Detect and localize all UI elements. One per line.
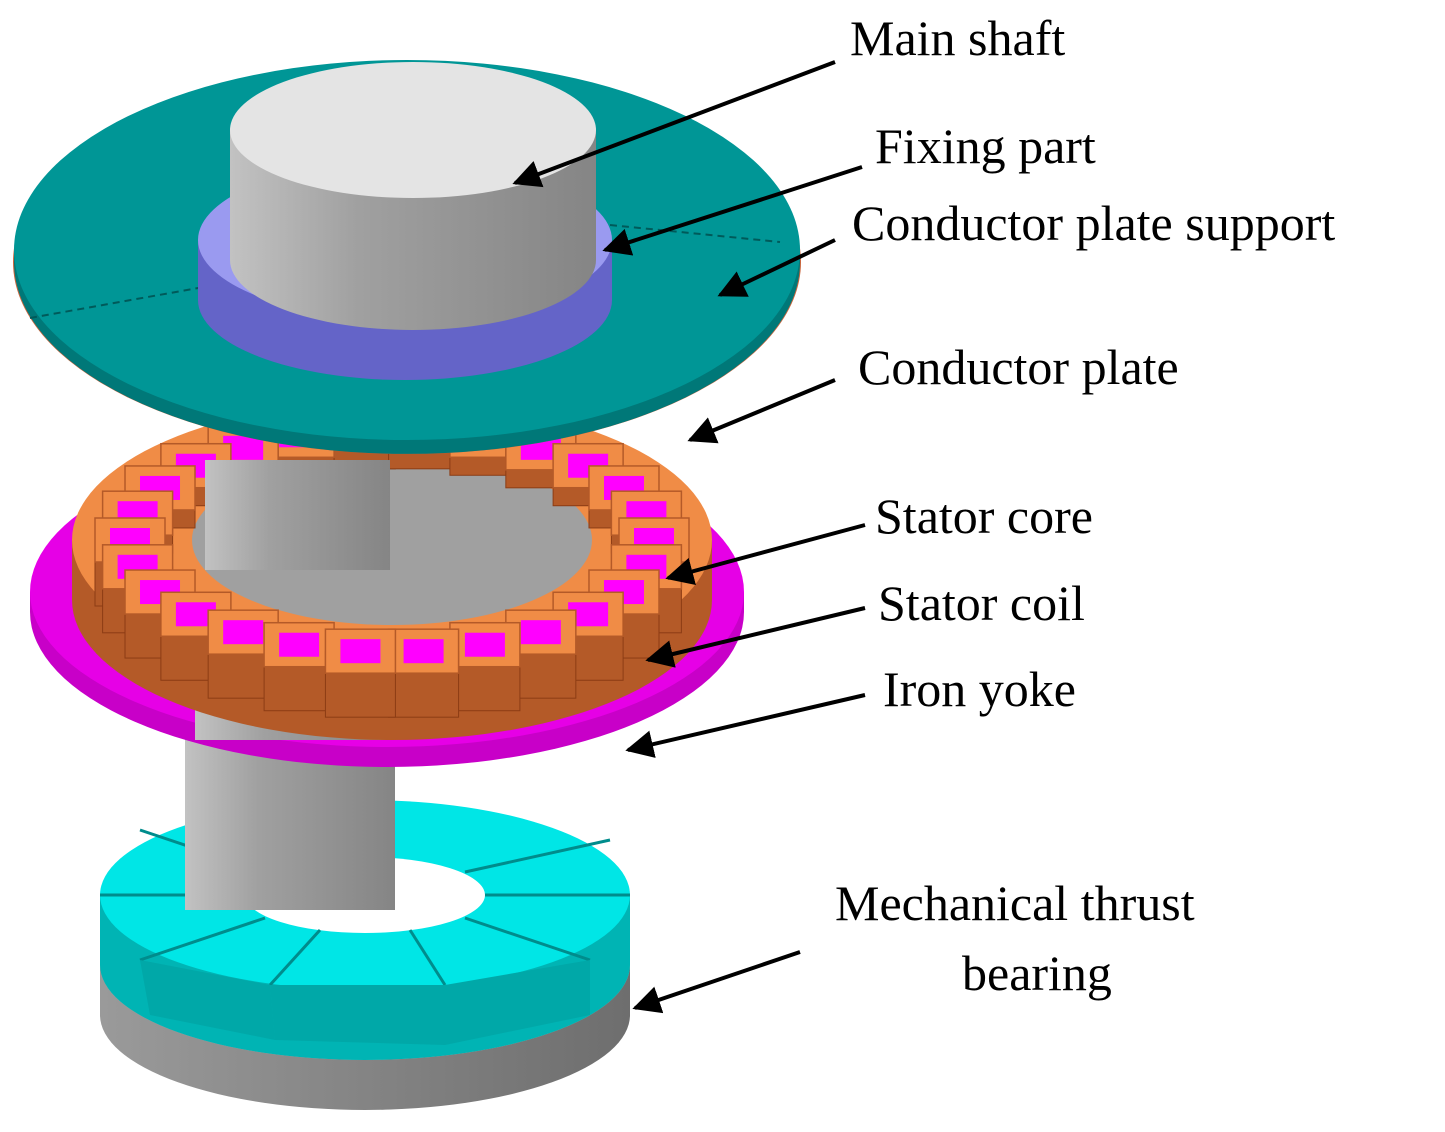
label-thrust-bearing-line1: Mechanical thrust: [835, 875, 1195, 931]
callout-labels: Main shaft Fixing part Conductor plate s…: [835, 10, 1335, 1001]
arrow-conductor-plate: [687, 378, 836, 444]
label-main-shaft: Main shaft: [850, 10, 1065, 66]
arrow-iron-yoke: [625, 693, 866, 758]
label-thrust-bearing-line2: bearing: [962, 945, 1112, 1001]
arrow-fixing-part: [602, 165, 863, 256]
stator-coil-window: [279, 632, 320, 657]
arrow-conductor-plate-support: [717, 238, 836, 297]
arrow-main-shaft: [512, 60, 836, 188]
arrow-stator-coil: [645, 606, 866, 668]
stator-coil-window: [464, 632, 505, 657]
stator-core-blocks: [94, 406, 690, 718]
stator-coil-window: [223, 620, 264, 645]
stator-coil-window: [520, 620, 561, 645]
arrow-stator-core: [665, 523, 866, 585]
label-iron-yoke: Iron yoke: [883, 661, 1076, 717]
callout-arrows: [512, 60, 866, 1014]
main-shaft: [230, 62, 596, 330]
arrow-thrust-bearing: [632, 950, 801, 1014]
label-stator-coil: Stator coil: [878, 575, 1085, 631]
main-shaft-top: [230, 62, 596, 198]
stator-coil-window: [340, 639, 381, 664]
label-stator-core: Stator core: [875, 488, 1093, 544]
label-conductor-plate: Conductor plate: [858, 339, 1179, 395]
label-conductor-plate-support: Conductor plate support: [852, 195, 1335, 251]
label-fixing-part: Fixing part: [875, 118, 1096, 174]
stator-coil-window: [403, 639, 444, 664]
